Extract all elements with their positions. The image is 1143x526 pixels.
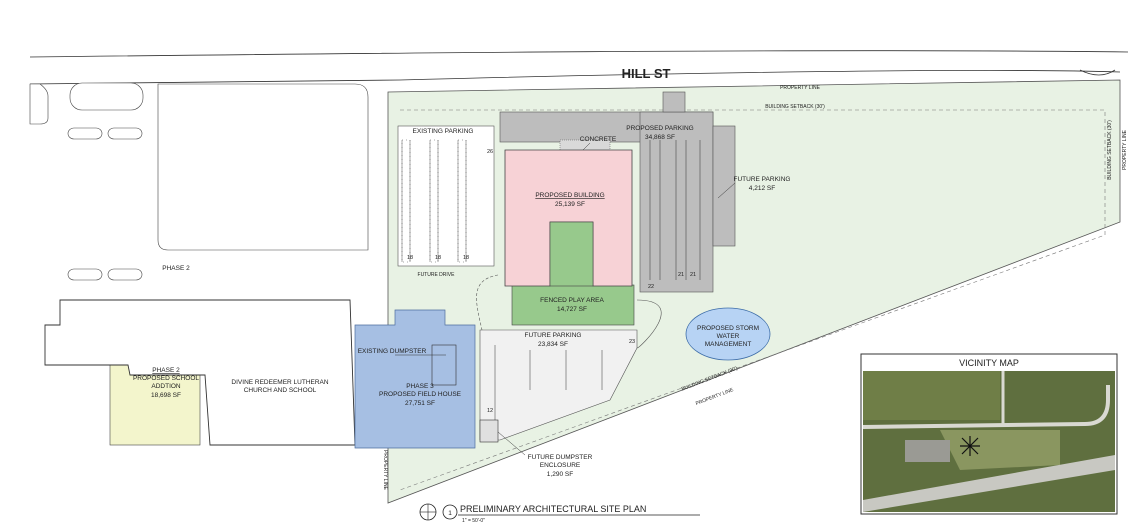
proposed-parking-area: [499, 91, 714, 293]
phase2-school-phase: PHASE 2: [152, 367, 180, 374]
stall-count: 21: [678, 272, 684, 278]
vicinity-map-title: VICINITY MAP: [959, 358, 1019, 368]
future-drive: [476, 274, 499, 331]
property-line-bottom-label: PROPERTY LINE: [695, 387, 735, 407]
drawing-number-bubble: [442, 504, 458, 520]
storm-water-pond: [685, 307, 771, 361]
future-parking-lower-area: 23,834 SF: [538, 341, 568, 348]
stall-count: 22: [648, 284, 654, 290]
vicinity-map: VICINITY MAP: [860, 353, 1118, 515]
street-label: HILL ST: [622, 66, 671, 81]
stall-count: 21: [690, 272, 696, 278]
proposed-building-label: PROPOSED BUILDING: [535, 192, 604, 199]
fenced-play-area: [511, 284, 635, 326]
future-parking-lower-label: FUTURE PARKING: [525, 332, 582, 339]
proposed-building: [504, 149, 633, 287]
church-building: [44, 299, 356, 446]
dumpster-enclosure-label-2: ENCLOSURE: [540, 462, 581, 469]
dumpster-enclosure-label-1: FUTURE DUMPSTER: [528, 454, 593, 461]
stall-counts: 18 18 18 22 21 21 12 26 23: [407, 149, 696, 414]
phase2-label: PHASE 2: [162, 265, 190, 272]
phase3-area: 27,751 SF: [405, 400, 435, 407]
stall-count: 18: [463, 255, 469, 261]
building-setback-line: [399, 109, 1106, 491]
aerial-road: [862, 385, 1110, 429]
aerial-highway: [863, 455, 1115, 512]
future-parking-right-area: 4,212 SF: [749, 185, 775, 192]
church-label-2: CHURCH AND SCHOOL: [244, 387, 317, 394]
church-label-1: DIVINE REDEEMER LUTHERAN: [231, 379, 328, 386]
storm-water-label-2: WATER: [717, 333, 740, 340]
proposed-building-area: 25,139 SF: [555, 201, 585, 208]
aerial-fields: [863, 371, 1000, 420]
leader-lines: [395, 142, 736, 456]
existing-parking-area: [397, 125, 495, 267]
building-setback-right-label: BUILDING SETBACK (30'): [1107, 120, 1113, 180]
phase2-school-name-2: ADDTION: [151, 383, 181, 390]
stall-count: 18: [435, 255, 441, 261]
future-parking-right-label: FUTURE PARKING: [734, 176, 791, 183]
property-line-left-label: PROPERTY LINE: [382, 450, 388, 490]
phase3-field-house: [354, 309, 476, 449]
stall-count: 12: [487, 408, 493, 414]
future-dumpster-enclosure: [479, 419, 499, 443]
dumpster-enclosure-area: 1,290 SF: [547, 471, 573, 478]
site-location-marker: [960, 436, 980, 456]
building-setback-top-label: BUILDING SETBACK (30'): [765, 104, 825, 110]
stall-count: 23: [629, 339, 635, 345]
future-parking-right: [712, 125, 736, 247]
fenced-play-area-size: 14,727 SF: [557, 306, 587, 313]
storm-water-label-3: MANAGEMENT: [705, 341, 752, 348]
stall-count: 18: [407, 255, 413, 261]
property-line-label: PROPERTY LINE: [780, 85, 820, 91]
proposed-parking-area: 34,868 SF: [645, 134, 675, 141]
drawing-title: PRELIMINARY ARCHITECTURAL SITE PLAN: [460, 504, 646, 514]
future-drive-label: FUTURE DRIVE: [418, 272, 456, 278]
drawing-scale: 1" = 50'-0": [462, 518, 485, 524]
existing-dumpster-label: EXISTING DUMPSTER: [358, 348, 427, 355]
property-line-right-label: PROPERTY LINE: [1122, 129, 1128, 169]
existing-parking-label: EXISTING PARKING: [413, 128, 474, 135]
phase2-school-area: 18,698 SF: [151, 392, 181, 399]
aerial-grass: [940, 430, 1060, 470]
road-linework: [29, 50, 1129, 85]
phase3-name: PROPOSED FIELD HOUSE: [379, 391, 462, 398]
phase3-phase: PHASE 3: [406, 383, 434, 390]
existing-dumpster: [431, 344, 457, 386]
title-block: 1 PRELIMINARY ARCHITECTURAL SITE PLAN 1"…: [419, 503, 700, 524]
access-drive: [636, 299, 662, 349]
stall-count: 26: [487, 149, 493, 155]
storm-water-label-1: PROPOSED STORM: [697, 325, 759, 332]
drawing-number: 1: [448, 510, 452, 517]
adjacent-blocks: [29, 82, 369, 281]
concrete-label: CONCRETE: [580, 136, 617, 143]
aerial-site: [905, 440, 950, 462]
fenced-play-area-label: FENCED PLAY AREA: [540, 297, 604, 304]
proposed-parking-label: PROPOSED PARKING: [626, 125, 693, 132]
phase2-school-name-1: PROPOSED SCHOOL: [133, 375, 199, 382]
